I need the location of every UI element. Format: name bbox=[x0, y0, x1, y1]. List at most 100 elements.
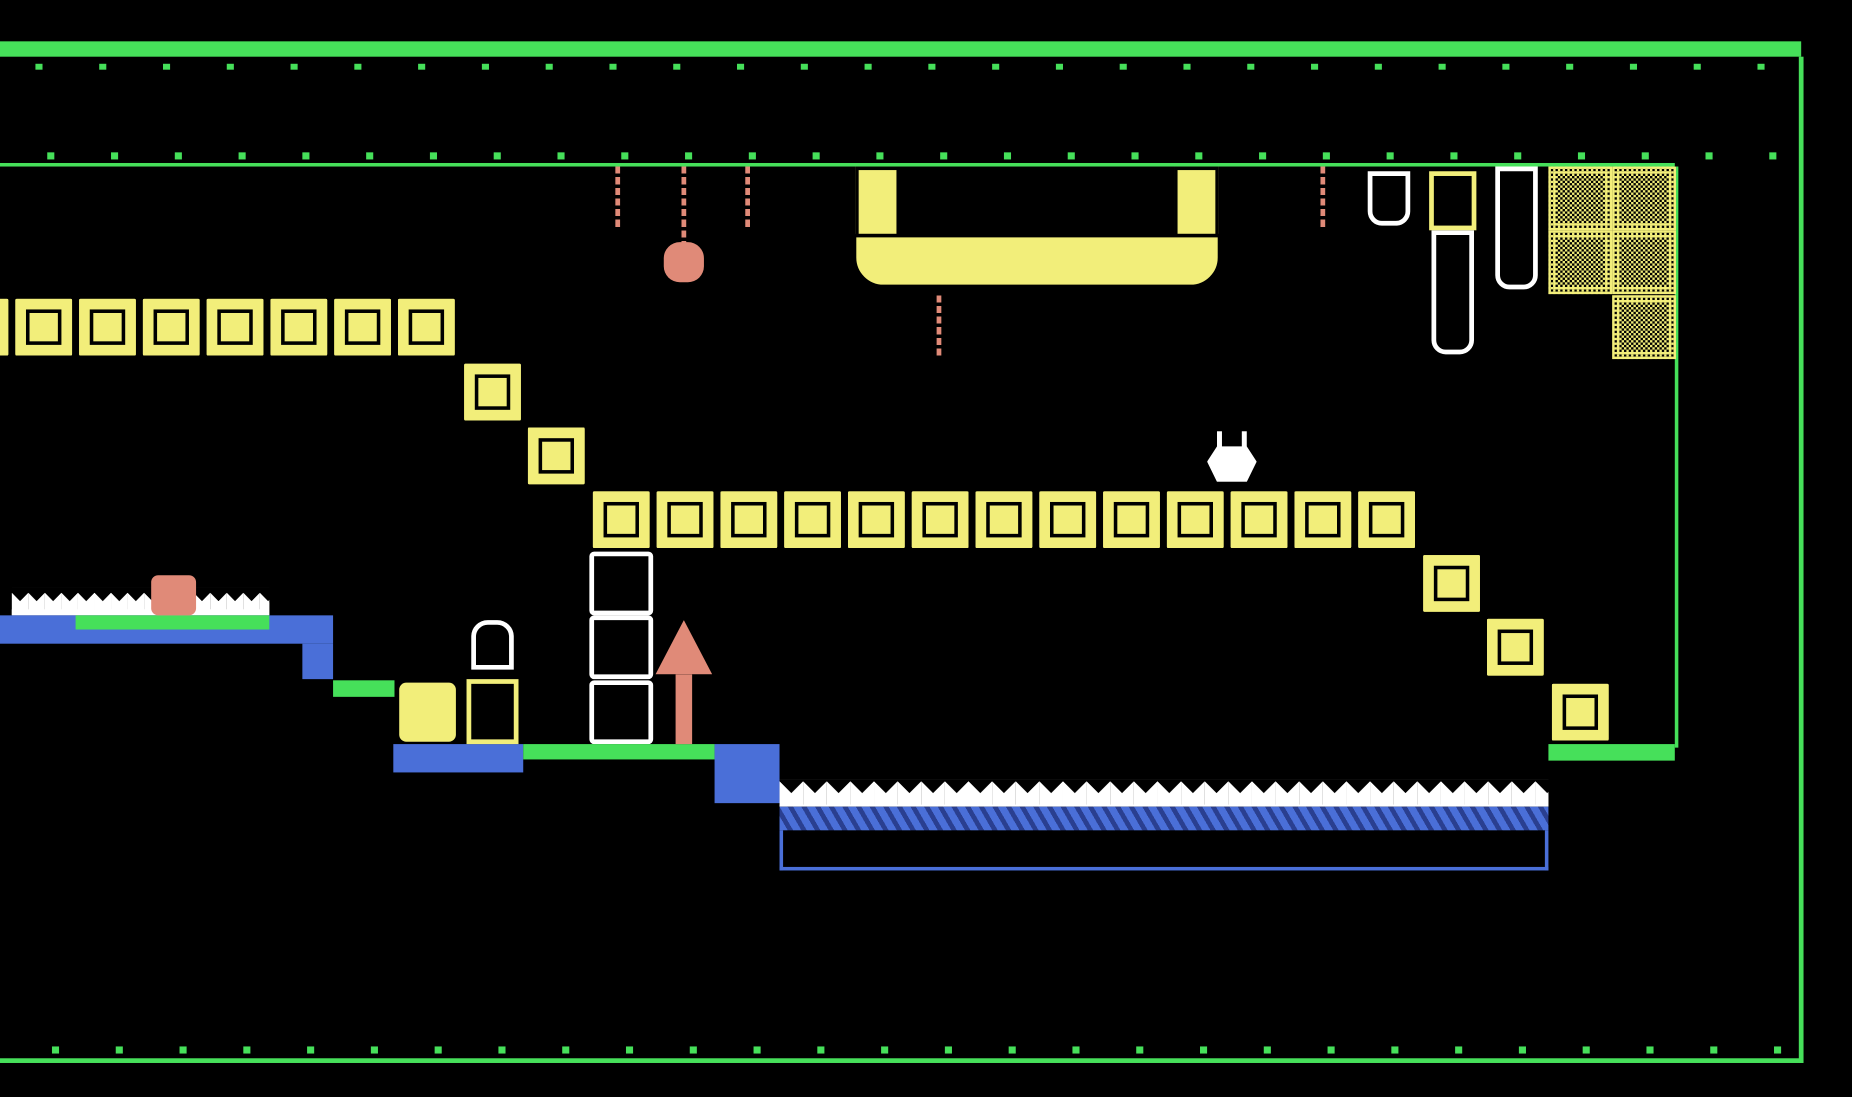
right-wall bbox=[1798, 56, 1804, 1063]
moss-speck bbox=[737, 63, 745, 70]
moss-speck bbox=[1311, 63, 1319, 70]
moss-speck bbox=[881, 1046, 889, 1054]
moss-speck bbox=[498, 1046, 506, 1054]
chain bbox=[745, 166, 750, 228]
white-block bbox=[589, 615, 654, 680]
yellow-block bbox=[1035, 487, 1100, 552]
moss-speck bbox=[1136, 1046, 1144, 1054]
yellow-block bbox=[203, 295, 267, 360]
moss-speck bbox=[753, 1046, 761, 1054]
moss-speck bbox=[307, 1046, 315, 1054]
moss-speck bbox=[800, 63, 808, 70]
moss-speck bbox=[621, 152, 629, 160]
spider-enemy bbox=[663, 242, 704, 283]
yellow-block bbox=[844, 487, 909, 552]
water bbox=[779, 806, 1549, 831]
yellow-block bbox=[1483, 615, 1548, 680]
moss-speck bbox=[1386, 152, 1394, 160]
yellow-block bbox=[716, 487, 781, 552]
moss-speck bbox=[944, 1046, 952, 1054]
moss-speck bbox=[115, 1046, 123, 1054]
yellow-block bbox=[908, 487, 973, 552]
moss-speck bbox=[864, 63, 872, 70]
mesh-block bbox=[1548, 166, 1613, 231]
moss-speck bbox=[174, 152, 182, 160]
moss-speck bbox=[689, 1046, 697, 1054]
moss-speck bbox=[1455, 1046, 1463, 1054]
moss-speck bbox=[673, 63, 681, 70]
yellow-block bbox=[394, 295, 459, 360]
yellow-block bbox=[11, 295, 76, 360]
brick-step bbox=[302, 643, 334, 680]
moss-speck bbox=[1705, 152, 1713, 160]
moss-speck bbox=[179, 1046, 187, 1054]
moss-speck bbox=[1322, 152, 1330, 160]
moss-speck bbox=[1710, 1046, 1718, 1054]
moss-speck bbox=[226, 63, 234, 70]
player-character bbox=[1207, 431, 1257, 482]
pit-basin bbox=[779, 830, 1549, 871]
moss-speck bbox=[1183, 63, 1191, 70]
moss-speck bbox=[928, 63, 936, 70]
yellow-block bbox=[266, 295, 331, 360]
moss-speck bbox=[557, 152, 565, 160]
moss-speck bbox=[625, 1046, 634, 1054]
grass-ledge bbox=[75, 615, 270, 630]
moss-speck bbox=[1327, 1046, 1335, 1054]
yellow-block bbox=[1354, 487, 1419, 552]
capsule bbox=[471, 620, 514, 670]
inner-right-wall bbox=[1674, 166, 1679, 748]
chain bbox=[615, 166, 621, 228]
yellow-block bbox=[653, 487, 717, 552]
moss-speck bbox=[545, 63, 553, 70]
yellow-sponge-block bbox=[399, 682, 456, 742]
piston bbox=[1429, 171, 1477, 231]
moss-speck bbox=[111, 152, 119, 160]
moss-speck bbox=[1072, 1046, 1080, 1054]
yellow-block bbox=[1163, 487, 1228, 552]
moss-speck bbox=[1374, 63, 1382, 70]
moss-speck bbox=[290, 63, 298, 70]
moss-speck bbox=[99, 63, 107, 70]
moss-speck bbox=[434, 1046, 442, 1054]
moss-speck bbox=[562, 1046, 570, 1054]
yellow-block bbox=[1099, 487, 1164, 552]
white-block bbox=[589, 551, 654, 616]
moss-speck bbox=[418, 63, 426, 70]
pillar bbox=[466, 679, 519, 745]
yellow-block bbox=[972, 487, 1036, 552]
moss-speck bbox=[1003, 152, 1012, 160]
moss-speck bbox=[238, 152, 246, 160]
moss-speck bbox=[51, 1046, 60, 1054]
yellow-block bbox=[1548, 680, 1613, 745]
moss-speck bbox=[1693, 63, 1701, 70]
warning-sign bbox=[655, 620, 713, 675]
moss-speck bbox=[243, 1046, 251, 1054]
floor-line bbox=[0, 1058, 1802, 1063]
grass-floor bbox=[1548, 744, 1675, 761]
moss-speck bbox=[1502, 63, 1510, 70]
brick-floor bbox=[393, 744, 524, 773]
ceiling-grass bbox=[0, 41, 1802, 57]
mesh-block bbox=[1548, 230, 1613, 295]
pipe-bottom bbox=[852, 233, 1222, 289]
yellow-block bbox=[139, 295, 204, 360]
moss-speck bbox=[302, 152, 310, 160]
yellow-block bbox=[0, 295, 12, 360]
moss-speck bbox=[1769, 152, 1777, 160]
moss-speck bbox=[1263, 1046, 1271, 1054]
moss-speck bbox=[47, 152, 55, 160]
moss-speck bbox=[1259, 152, 1267, 160]
piston bbox=[1431, 230, 1475, 355]
spikes bbox=[11, 587, 270, 616]
moss-speck bbox=[1629, 63, 1638, 70]
moss-speck bbox=[370, 1046, 378, 1054]
moss-speck bbox=[1646, 1046, 1654, 1054]
chain bbox=[681, 166, 687, 245]
moss-speck bbox=[1391, 1046, 1399, 1054]
yellow-block bbox=[1419, 551, 1484, 616]
brick-floor bbox=[714, 744, 780, 804]
chain bbox=[1320, 166, 1326, 228]
yellow-block bbox=[524, 424, 589, 488]
